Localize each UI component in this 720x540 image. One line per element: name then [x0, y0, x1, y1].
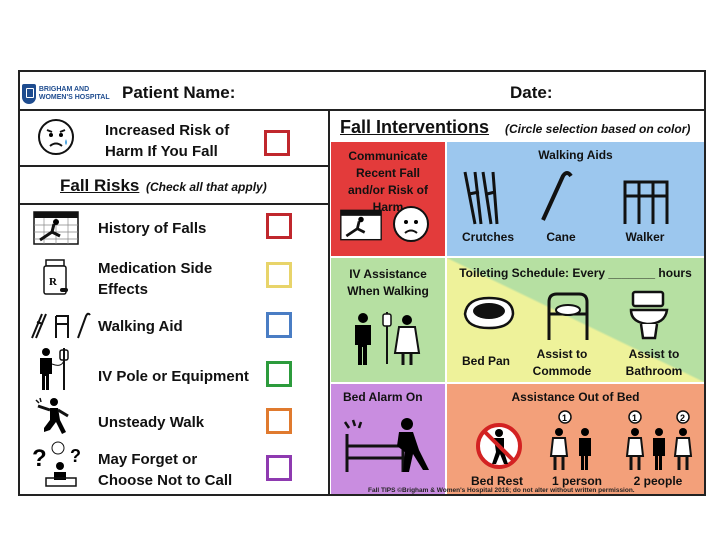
commode-icon — [547, 292, 589, 340]
left-divider-1 — [18, 165, 328, 167]
one-person-assist-icon: 1 — [549, 410, 591, 470]
no-walking-icon — [476, 423, 522, 469]
increased-risk-checkbox[interactable] — [264, 130, 290, 156]
column-divider — [328, 109, 330, 496]
calendar-fall-icon — [33, 211, 79, 245]
medication-bottle-icon: R — [43, 259, 68, 295]
fall-risks-note: (Check all that apply) — [146, 180, 267, 194]
iv-assistance-icon — [355, 312, 421, 365]
svg-text:1: 1 — [562, 413, 567, 423]
assistance-title: Assistance Out of Bed — [511, 390, 640, 404]
assistance-panel: Assistance Out of Bed 1 1 2 Bed Rest 1 p… — [447, 384, 704, 494]
worried-face-icon — [393, 206, 429, 242]
medication-side-effects-checkbox[interactable] — [266, 262, 292, 288]
hospital-logo: BRIGHAM AND WOMEN'S HOSPITAL — [22, 80, 122, 108]
history-of-falls-checkbox[interactable] — [266, 213, 292, 239]
left-divider-2 — [18, 203, 328, 205]
header-divider — [18, 109, 706, 111]
risk-label: May Forget or Choose Not to Call — [98, 451, 233, 489]
one-person-label: 1 person — [551, 474, 602, 488]
cane-label: Cane — [546, 230, 576, 244]
calendar-fall-icon — [340, 209, 382, 241]
bed-pan-label: Bed Pan — [461, 354, 510, 368]
confused-person-icon: ? ? — [32, 441, 81, 487]
svg-text:1: 1 — [632, 413, 637, 423]
svg-text:R: R — [49, 276, 58, 288]
fall-interventions-note: (Circle selection based on color) — [505, 122, 691, 136]
shield-icon — [22, 84, 36, 104]
crutches-icon — [463, 171, 499, 225]
bed-alarm-icon — [343, 418, 429, 472]
svg-text:?: ? — [70, 446, 81, 466]
walking-aids-title: Walking Aids — [538, 148, 613, 162]
unsteady-walk-checkbox[interactable] — [266, 408, 292, 434]
fall-interventions-title: Fall Interventions — [340, 117, 490, 137]
two-people-label: 2 people — [633, 474, 683, 488]
toileting-text: Toileting Schedule: Every _______ hours — [459, 266, 692, 280]
toilet-icon — [629, 290, 669, 340]
walking-aids-panel: Walking Aids Crutches Cane Walker — [447, 142, 704, 256]
fall-tips-sheet — [18, 70, 706, 496]
patient-name-label: Patient Name: — [122, 83, 236, 102]
fall-risks-title: Fall Risks — [60, 176, 140, 195]
iv-assistance-text: IV Assistance When Walking — [347, 267, 429, 298]
bed-alarm-panel: Bed Alarm On — [331, 384, 445, 494]
toileting-panel: Toileting Schedule: Every _______ hours … — [447, 258, 704, 382]
bed-alarm-text: Bed Alarm On — [343, 390, 423, 404]
copyright-footer: Fall TIPS ©Brigham & Women's Hospital 20… — [368, 487, 635, 494]
communicate-text: Communicate Recent Fall and/or Risk of H… — [347, 149, 428, 214]
bed-pan-icon — [463, 296, 515, 330]
risk-label: IV Pole or Equipment — [98, 368, 249, 385]
walking-aid-checkbox[interactable] — [266, 312, 292, 338]
communicate-panel: Communicate Recent Fall and/or Risk of H… — [331, 142, 445, 256]
two-person-assist-icon: 1 2 — [625, 410, 693, 470]
crutches-label: Crutches — [461, 230, 514, 244]
bed-rest-label: Bed Rest — [470, 474, 523, 488]
cane-icon — [541, 171, 573, 221]
risk-label: Walking Aid — [98, 318, 183, 335]
walker-label: Walker — [625, 230, 665, 244]
walking-aids-icon — [31, 312, 91, 339]
increased-risk-text: Increased Risk of Harm If You Fall — [105, 122, 230, 160]
risk-label: Unsteady Walk — [98, 414, 205, 431]
may-forget-checkbox[interactable] — [266, 455, 292, 481]
iv-assistance-panel: IV Assistance When Walking — [331, 258, 445, 382]
svg-text:2: 2 — [680, 413, 685, 423]
logo-text: BRIGHAM AND WOMEN'S HOSPITAL — [38, 86, 110, 101]
svg-text:?: ? — [32, 445, 47, 472]
commode-label: Assist to Commode — [532, 347, 592, 378]
iv-pole-checkbox[interactable] — [266, 361, 292, 387]
bathroom-label: Assist to Bathroom — [625, 347, 683, 378]
worried-face-icon — [38, 119, 74, 155]
risk-label: Medication Side Effects — [98, 260, 213, 298]
iv-pole-person-icon — [40, 348, 69, 390]
risk-label: History of Falls — [98, 220, 207, 237]
walker-icon — [623, 180, 669, 224]
unsteady-walk-icon — [35, 397, 69, 434]
date-label: Date: — [510, 83, 553, 102]
